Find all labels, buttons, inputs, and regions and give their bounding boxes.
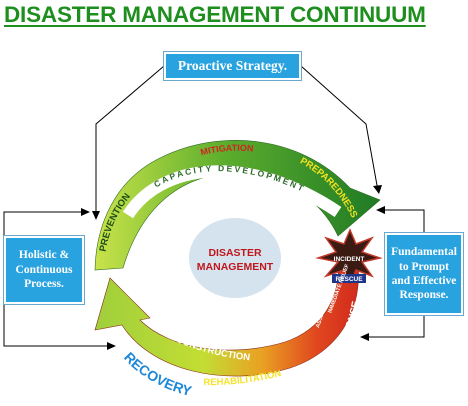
connector-proactive-right bbox=[300, 65, 379, 192]
rescue-tag bbox=[332, 274, 366, 283]
connector-proactive-left bbox=[95, 65, 165, 216]
arrowhead-proactive-left bbox=[92, 211, 100, 220]
rescue-label: RESCUE bbox=[335, 276, 363, 283]
arrowhead-left-bottom bbox=[107, 342, 116, 350]
incident-label: INCIDENT bbox=[334, 256, 365, 263]
page-title: DISASTER MANAGEMENT CONTINUUM bbox=[4, 2, 426, 27]
connector-arrowheads bbox=[81, 185, 385, 350]
incident-starburst bbox=[315, 228, 383, 289]
bottom-cycle-arrow bbox=[94, 244, 359, 377]
arrowhead-right-top bbox=[376, 206, 385, 214]
connector-holistic-bottom bbox=[3, 303, 113, 347]
arrowhead-right-bottom bbox=[360, 333, 369, 341]
top-cycle-arrow bbox=[94, 140, 381, 271]
connector-fundamental-bottom bbox=[362, 315, 425, 338]
connector-holistic-top bbox=[3, 211, 88, 237]
connector-fundamental-top bbox=[378, 209, 425, 233]
proactive-strategy-box: Proactive Strategy. bbox=[163, 51, 302, 81]
center-title-line1: DISASTER bbox=[208, 247, 262, 259]
holistic-process-box: Holistic & Continuous Process. bbox=[3, 235, 85, 305]
arrowhead-proactive-right bbox=[373, 185, 382, 194]
center-ellipse bbox=[189, 218, 281, 298]
capacity-band bbox=[122, 165, 342, 219]
fundamental-response-box: Fundamental to Prompt and Effective Resp… bbox=[384, 232, 464, 316]
center-title-line2: MANAGEMENT bbox=[197, 261, 274, 273]
arrowhead-left-top bbox=[81, 208, 90, 216]
